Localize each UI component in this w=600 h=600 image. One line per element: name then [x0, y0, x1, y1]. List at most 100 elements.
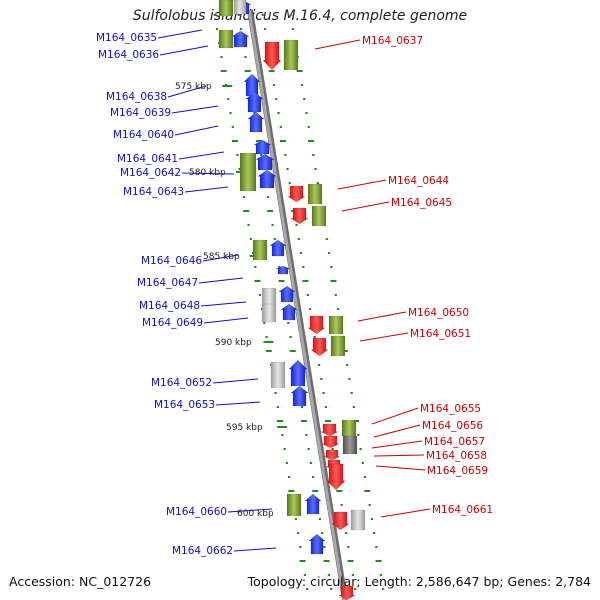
frame-dot — [296, 70, 303, 72]
reverse-gene-glyph — [275, 265, 291, 275]
frame-dot — [261, 14, 264, 16]
frame-dot — [323, 560, 330, 562]
orf-box — [270, 361, 286, 389]
frame-dot — [231, 140, 238, 142]
frame-dot — [352, 406, 355, 408]
frame-dot — [303, 574, 307, 576]
reverse-gene-glyph — [269, 239, 287, 257]
scale-label: 575 kbp — [175, 82, 212, 92]
label-leader — [184, 186, 229, 193]
frame-dot — [347, 546, 350, 548]
forward-gene-glyph — [321, 435, 340, 449]
reverse-gene-label: M164_0649 — [142, 317, 203, 329]
frame-dot — [382, 588, 385, 590]
frame-dot — [375, 546, 378, 548]
frame-dot — [278, 266, 281, 268]
frame-dot — [379, 574, 383, 576]
frame-dot — [271, 224, 274, 226]
label-leader — [337, 179, 387, 190]
frame-dot — [295, 224, 298, 226]
frame-dot — [364, 476, 367, 478]
frame-dot — [288, 490, 295, 492]
frame-dot — [353, 420, 360, 422]
label-leader — [373, 454, 425, 457]
reverse-gene-glyph — [278, 285, 296, 303]
genome-summary: Topology: circular; Length: 2,586,647 bp… — [247, 574, 591, 589]
frame-dot — [294, 518, 297, 520]
reverse-gene-label: M164_0635 — [96, 32, 157, 44]
label-leader — [314, 39, 361, 50]
frame-dot — [325, 238, 328, 240]
reverse-gene-label: M164_0660 — [166, 506, 227, 518]
frame-dot — [324, 406, 327, 408]
frame-dot — [265, 336, 268, 338]
frame-dot — [359, 448, 362, 450]
frame-dot — [289, 350, 296, 352]
orf-box — [233, 0, 247, 15]
frame-dot — [287, 322, 290, 324]
orf-box — [239, 152, 257, 192]
frame-dot — [227, 98, 230, 100]
reverse-gene-label: M164_0642 — [120, 167, 181, 179]
forward-gene-label: M164_0645 — [391, 197, 452, 209]
reverse-gene-glyph — [243, 73, 261, 97]
frame-dot — [354, 588, 357, 590]
frame-dot — [299, 560, 306, 562]
reverse-gene-glyph — [288, 359, 308, 387]
frame-dot — [244, 70, 251, 72]
frame-dot — [254, 280, 261, 282]
reverse-gene-glyph — [304, 493, 322, 515]
frame-dot — [285, 462, 288, 464]
label-leader — [202, 254, 239, 262]
reverse-gene-label: M164_0646 — [141, 255, 202, 267]
frame-dot — [229, 112, 232, 114]
gene-features — [218, 0, 366, 600]
forward-gene-label: M164_0644 — [388, 175, 449, 187]
reverse-gene-glyph — [253, 139, 272, 155]
frame-dot — [370, 518, 373, 520]
frame-dot — [340, 504, 343, 506]
orf-box — [261, 287, 277, 307]
genome-backbone — [247, 9, 348, 600]
reverse-gene-label: M164_0639 — [110, 107, 171, 119]
frame-dot — [318, 518, 321, 520]
frame-dot — [243, 210, 250, 212]
frame-dot — [302, 280, 309, 282]
frame-dot — [258, 294, 261, 296]
forward-gene-glyph — [320, 423, 339, 437]
frame-dot — [301, 420, 308, 422]
frame-dot — [249, 238, 252, 240]
frame-dot — [323, 546, 326, 548]
label-leader — [380, 508, 431, 518]
forward-gene-glyph — [310, 337, 329, 357]
frame-dot — [320, 378, 323, 380]
frame-dot — [307, 126, 310, 128]
reverse-gene-label: M164_0640 — [113, 129, 174, 141]
frame-dot — [330, 266, 333, 268]
reverse-gene-glyph — [290, 385, 309, 407]
reverse-gene-label: M164_0641 — [117, 153, 178, 165]
frame-dot — [327, 252, 331, 254]
reverse-gene-label: M164_0647 — [137, 277, 198, 289]
frame-dot — [322, 392, 325, 394]
frame-dot — [327, 574, 331, 576]
frame-dot — [299, 546, 302, 548]
reverse-gene-label: M164_0636 — [98, 49, 159, 61]
forward-gene-glyph — [307, 315, 326, 335]
label-leader — [359, 332, 409, 342]
frame-dot — [345, 532, 348, 534]
frame-dot — [278, 280, 285, 282]
orf-box — [307, 183, 323, 205]
frame-dot — [307, 448, 310, 450]
frame-dot — [351, 574, 355, 576]
frame-dot — [306, 588, 309, 590]
reverse-gene-glyph — [255, 153, 275, 171]
frame-dot — [348, 378, 351, 380]
label-leader — [212, 378, 259, 384]
frame-dot — [313, 336, 316, 338]
frame-dot — [300, 84, 304, 86]
orf-box — [311, 205, 327, 227]
frame-dot — [334, 294, 337, 296]
frame-dot — [284, 154, 287, 156]
